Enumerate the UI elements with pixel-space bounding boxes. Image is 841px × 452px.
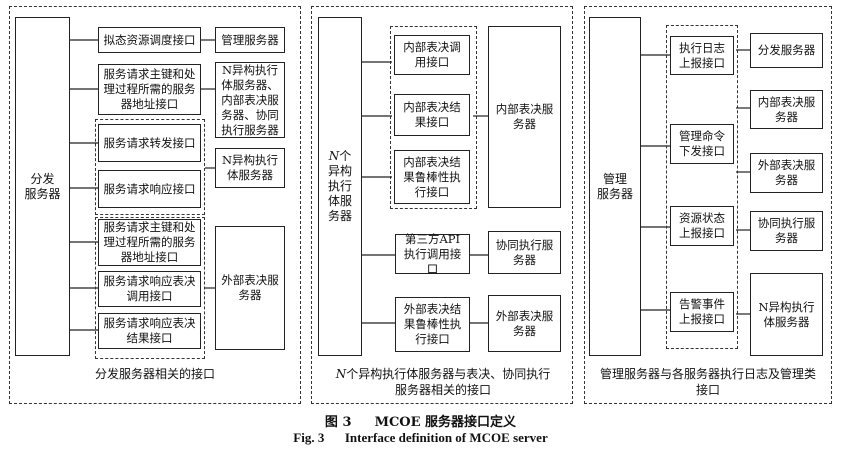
target-internal-vote: 内部表决服务器 bbox=[488, 26, 561, 208]
dispatch-if-request-key-2: 服务请求主键和处理过程所需的服务器地址接口 bbox=[98, 219, 201, 266]
exec-server-label: 个异构执行体服务器 bbox=[327, 149, 352, 223]
exec-internal-vote-group bbox=[390, 26, 477, 209]
panel1-caption: 分发服务器相关的接口 bbox=[94, 367, 215, 381]
figure-label-cn: 图 3 bbox=[324, 415, 352, 430]
mgmt-if-resource-state: 资源状态上报接口 bbox=[670, 206, 734, 246]
panel-exec-interfaces bbox=[311, 6, 573, 404]
panel3-caption: 管理服务器与各服务器执行日志及管理类接口 bbox=[600, 367, 817, 397]
dispatch-if-request-response: 服务请求响应接口 bbox=[98, 170, 201, 208]
target-exec-server-3: N异构执行体服务器 bbox=[750, 273, 823, 356]
target-external-vote-2: 外部表决服务器 bbox=[488, 295, 561, 352]
dispatch-if-vote-call: 服务请求响应表决调用接口 bbox=[98, 271, 201, 307]
exec-if-internal-vote-robust: 内部表决结果鲁棒性执行接口 bbox=[394, 150, 470, 204]
figure-caption-en: Fig. 3 Interface definition of MCOE serv… bbox=[0, 430, 841, 446]
figure-title-en: Interface definition of MCOE server bbox=[344, 430, 548, 445]
exec-if-internal-vote-call: 内部表决调用接口 bbox=[394, 35, 470, 75]
target-exec-server: N异构执行体服务器 bbox=[215, 148, 285, 188]
target-external-vote-3: 外部表决服务器 bbox=[750, 153, 823, 193]
dispatch-if-resource-schedule: 拟态资源调度接口 bbox=[98, 27, 201, 53]
exec-if-third-party-api: 第三方API执行调用接口 bbox=[395, 232, 470, 276]
panel2-caption-n: N bbox=[335, 367, 347, 381]
figure-caption-cn: 图 3 MCOE 服务器接口定义 bbox=[0, 411, 841, 430]
panel2-caption: N个异构执行体服务器与表决、协同执行服务器相关的接口 bbox=[330, 366, 556, 398]
exec-if-external-vote-robust: 外部表决结果鲁棒性执行接口 bbox=[395, 297, 470, 352]
mgmt-if-exec-log: 执行日志上报接口 bbox=[670, 36, 734, 75]
dispatch-if-vote-result: 服务请求响应表决结果接口 bbox=[98, 313, 201, 349]
target-dispatch-server: 分发服务器 bbox=[750, 33, 823, 68]
dispatch-vote-group bbox=[95, 217, 205, 359]
mgmt-interface-group bbox=[666, 25, 738, 349]
exec-server-n: N bbox=[328, 149, 340, 163]
dispatch-if-request-forward: 服务请求转发接口 bbox=[98, 124, 201, 162]
panel-mgmt-interfaces bbox=[584, 6, 832, 404]
target-exec-vote-coop: N异构执行体服务器、内部表决服务器、协同执行服务器 bbox=[215, 62, 285, 138]
exec-if-internal-vote-result: 内部表决结果接口 bbox=[394, 94, 470, 136]
target-coop-exec-3: 协同执行服务器 bbox=[750, 211, 823, 251]
target-mgmt-server: 管理服务器 bbox=[215, 27, 285, 53]
target-coop-exec: 协同执行服务器 bbox=[488, 231, 561, 274]
dispatch-if-request-key: 服务请求主键和处理过程所需的服务器地址接口 bbox=[98, 64, 201, 115]
mgmt-if-alarm-event: 告警事件上报接口 bbox=[670, 292, 734, 332]
mgmt-if-command: 管理命令下发接口 bbox=[670, 124, 734, 164]
mgmt-server-box: 管理 服务器 bbox=[589, 17, 641, 356]
dispatch-server-box: 分发 服务器 bbox=[15, 17, 70, 356]
panel2-caption-text: 个异构执行体服务器与表决、协同执行服务器相关的接口 bbox=[346, 367, 551, 397]
dispatch-forward-group bbox=[95, 119, 205, 215]
target-internal-vote-3: 内部表决服务器 bbox=[750, 90, 823, 129]
exec-server-box: N个异构执行体服务器 bbox=[318, 17, 362, 356]
target-external-vote: 外部表决服务器 bbox=[215, 226, 285, 350]
figure-title-cn: MCOE 服务器接口定义 bbox=[374, 415, 517, 430]
panel-dispatch-interfaces bbox=[9, 6, 301, 404]
figure-label-en: Fig. 3 bbox=[293, 430, 325, 445]
